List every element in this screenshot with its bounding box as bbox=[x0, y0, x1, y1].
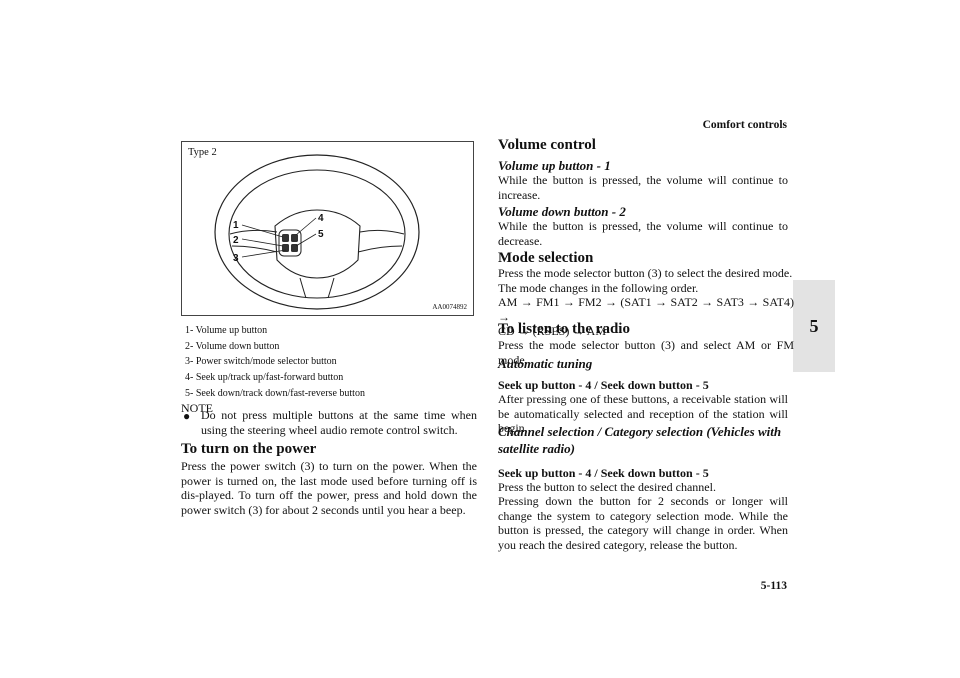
channel-text-line: Press the button to select the desired c… bbox=[498, 480, 716, 494]
wheel-rim-inner bbox=[228, 169, 406, 299]
wheel-rim-outer bbox=[214, 154, 420, 310]
mode-sequence-line: AM → FM1 → FM2 → (SAT1 → SAT2 → SAT3 → S… bbox=[498, 295, 794, 324]
auto-tuning-buttons: Seek up button - 4 / Seek down button - … bbox=[498, 378, 709, 392]
channel-buttons: Seek up button - 4 / Seek down button - … bbox=[498, 466, 709, 480]
wheel-spoke-bottom bbox=[299, 277, 335, 299]
page-header-title: Comfort controls bbox=[702, 119, 787, 131]
legend-item: 1- Volume up button bbox=[185, 325, 268, 336]
callout-3: 3 bbox=[233, 253, 239, 264]
note-box: ● Do not press multiple buttons at the s… bbox=[183, 408, 477, 437]
legend-item: 5- Seek down/track down/fast-reverse but… bbox=[185, 388, 365, 399]
auto-tuning-text: After pressing one of these buttons, a r… bbox=[498, 392, 788, 435]
steering-wheel-illustration: 1 2 3 4 5 bbox=[214, 154, 420, 310]
channel-text: Pressing down the button for 2 seconds o… bbox=[498, 494, 788, 552]
callout-1: 1 bbox=[233, 220, 239, 231]
legend-item: 2- Volume down button bbox=[185, 341, 280, 352]
mode-text-line: Press the mode selector button (3) to se… bbox=[498, 266, 793, 280]
wheel-spoke-right bbox=[357, 229, 405, 253]
wheel-spoke-left bbox=[229, 229, 278, 253]
mode-sequence-line: CD → (RSES) → AM bbox=[498, 324, 607, 338]
channel-heading-line: Channel selection / Category selection (… bbox=[498, 424, 782, 439]
switch-button-a bbox=[282, 234, 289, 242]
section-heading-mode: Mode selection bbox=[498, 250, 594, 266]
radio-text: Press the mode selector button (3) and s… bbox=[498, 338, 794, 367]
chapter-tab: 5 bbox=[793, 280, 835, 372]
callout-2: 2 bbox=[233, 235, 239, 246]
leader-line-5 bbox=[295, 233, 317, 247]
figure-code: AA0074892 bbox=[432, 303, 467, 311]
mode-text-block: Press the mode selector button (3) to se… bbox=[498, 266, 794, 339]
volume-up-text: While the button is pressed, the volume … bbox=[498, 173, 788, 202]
subheading-volume-up: Volume up button - 1 bbox=[498, 158, 611, 173]
subheading-channel-selection: Channel selection / Category selection (… bbox=[498, 423, 781, 457]
legend-item: 4- Seek up/track up/fast-forward button bbox=[185, 372, 344, 383]
leader-line-4 bbox=[295, 217, 317, 236]
section-heading-volume: Volume control bbox=[498, 137, 596, 153]
chapter-tab-label: 5 bbox=[809, 315, 819, 336]
leader-line-1 bbox=[241, 224, 284, 238]
callout-4: 4 bbox=[318, 213, 324, 224]
subheading-volume-down: Volume down button - 2 bbox=[498, 204, 626, 219]
note-text: Do not press multiple buttons at the sam… bbox=[201, 408, 477, 437]
section-heading-radio: To listen to the radio bbox=[498, 321, 630, 337]
note-label: NOTE bbox=[181, 401, 213, 415]
section-heading-power: To turn on the power bbox=[181, 441, 317, 457]
power-text: Press the power switch (3) to turn on th… bbox=[181, 459, 477, 517]
callout-5: 5 bbox=[318, 229, 324, 240]
legend-item: 3- Power switch/mode selector button bbox=[185, 356, 337, 367]
wheel-hub bbox=[274, 209, 361, 279]
switch-button-b bbox=[291, 234, 298, 242]
figure-type-label: Type 2 bbox=[188, 147, 217, 158]
leader-line-2 bbox=[241, 238, 284, 247]
mode-text-line: The mode changes in the following order. bbox=[498, 280, 699, 295]
steering-wheel-figure: Type 2 1 2 3 4 5 AA0074892 bbox=[181, 141, 474, 316]
channel-heading-line: satellite radio) bbox=[498, 441, 575, 456]
volume-down-text: While the button is pressed, the volume … bbox=[498, 219, 788, 248]
leader-line-3 bbox=[241, 249, 287, 258]
subheading-auto-tuning: Automatic tuning bbox=[498, 356, 593, 371]
page-number: 5-113 bbox=[760, 580, 787, 592]
bullet-icon: ● bbox=[183, 409, 191, 423]
